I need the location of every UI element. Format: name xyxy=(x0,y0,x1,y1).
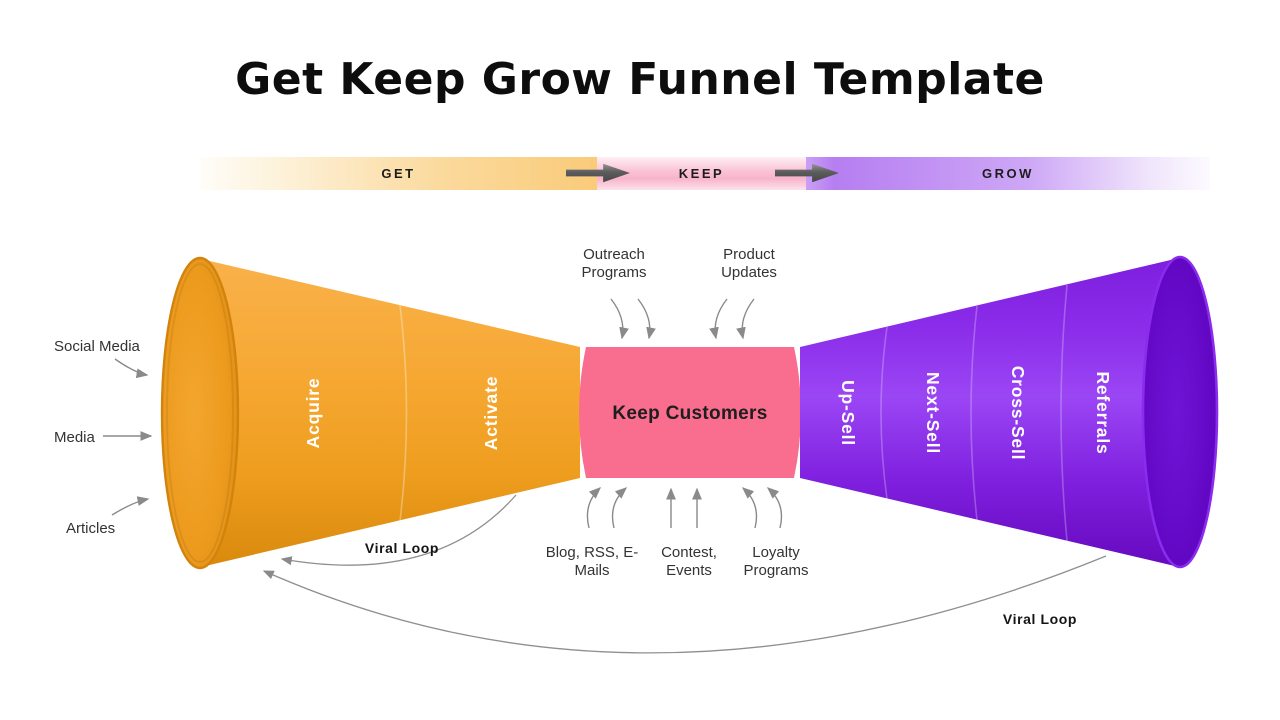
label-social-media: Social Media xyxy=(54,338,140,355)
segment-label-referrals: Referrals xyxy=(1093,371,1113,454)
label-viral-loop-left: Viral Loop xyxy=(364,540,440,556)
stage-segment-grow: GROW xyxy=(806,157,1210,190)
funnel-mouth-left-rim xyxy=(166,263,234,563)
get-funnel-cone xyxy=(201,259,580,567)
grow-funnel-cone xyxy=(800,258,1179,567)
articles-arrow xyxy=(111,496,150,516)
stage-segment-keep: KEEP xyxy=(597,157,806,190)
segment-label-next-sell: Next-Sell xyxy=(923,372,943,454)
grow-cone-divider xyxy=(970,305,978,521)
segment-label-acquire: Acquire xyxy=(303,378,323,449)
segment-label-activate: Activate xyxy=(481,376,501,451)
viral-loop-arc-short xyxy=(280,494,517,566)
label-contest-events: Contest, Events xyxy=(661,544,717,579)
grow-cone-divider xyxy=(1060,284,1068,542)
get-cone-divider xyxy=(399,304,408,522)
stage-get-label: GET xyxy=(381,166,416,181)
product-updates-arrow xyxy=(709,298,728,340)
keep-customers-box xyxy=(579,347,801,478)
label-articles: Articles xyxy=(66,520,116,537)
segment-label-cross-sell: Cross-Sell xyxy=(1008,366,1028,461)
label-blog-rss-emails: Blog, RSS, E- Mails xyxy=(545,544,639,579)
loyalty-programs-arrow xyxy=(741,487,758,529)
grow-cone-divider xyxy=(880,326,888,500)
stage-segment-get: GET xyxy=(200,157,597,190)
label-viral-loop-right: Viral Loop xyxy=(1002,611,1078,627)
funnel-mouth-left xyxy=(160,256,240,570)
blog-rss-arrow xyxy=(611,487,628,529)
label-outreach-programs: Outreach Programs xyxy=(581,246,647,281)
stage-bar: GET KEEP GROW xyxy=(200,157,1210,190)
outreach-arrow xyxy=(637,298,656,340)
blog-rss-arrow xyxy=(586,487,602,529)
stage-keep-label: KEEP xyxy=(678,166,725,181)
page-title: Get Keep Grow Funnel Template xyxy=(235,54,1045,105)
funnel-mouth-right xyxy=(1141,255,1219,569)
loyalty-programs-arrow xyxy=(766,487,783,529)
label-media: Media xyxy=(54,429,95,446)
stage-grow-label: GROW xyxy=(982,166,1034,181)
product-updates-arrow xyxy=(736,298,755,340)
viral-loop-arc-long xyxy=(262,555,1107,654)
social-media-arrow xyxy=(114,358,149,379)
keep-customers-label: Keep Customers xyxy=(612,403,767,424)
segment-label-up-sell: Up-Sell xyxy=(838,380,858,446)
outreach-arrow xyxy=(610,298,629,340)
label-product-updates: Product Updates xyxy=(721,246,777,281)
label-loyalty-programs: Loyalty Programs xyxy=(743,544,809,579)
